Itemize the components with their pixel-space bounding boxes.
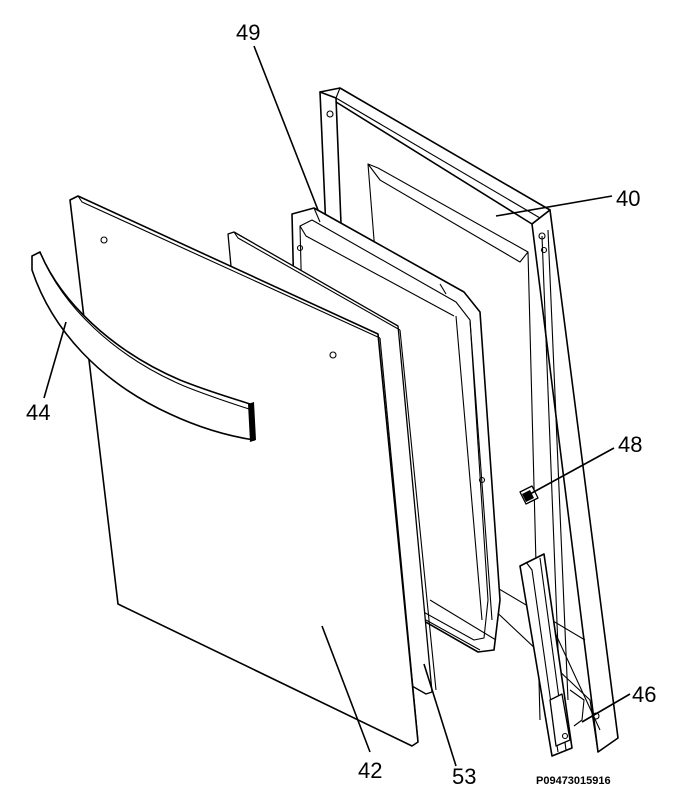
callout-46: 46 [632,682,656,707]
reference-code: P09473015916 [536,775,611,787]
callout-44: 44 [26,400,50,425]
callout-53: 53 [452,764,476,789]
leader-42 [321,625,371,753]
callout-42: 42 [358,758,382,783]
part-48-clip [519,485,539,505]
callout-40: 40 [616,186,640,211]
leader-53 [423,663,457,767]
leader-46 [581,693,631,723]
part-46-hinge-bracket [519,553,585,757]
callout-49: 49 [236,20,260,45]
part-42-front-panel [69,195,419,747]
leader-40 [495,195,613,217]
leader-49 [253,45,319,211]
leader-44 [43,321,67,399]
callout-48: 48 [618,432,642,457]
part-44-handle [31,251,256,442]
leader-48 [529,447,615,495]
